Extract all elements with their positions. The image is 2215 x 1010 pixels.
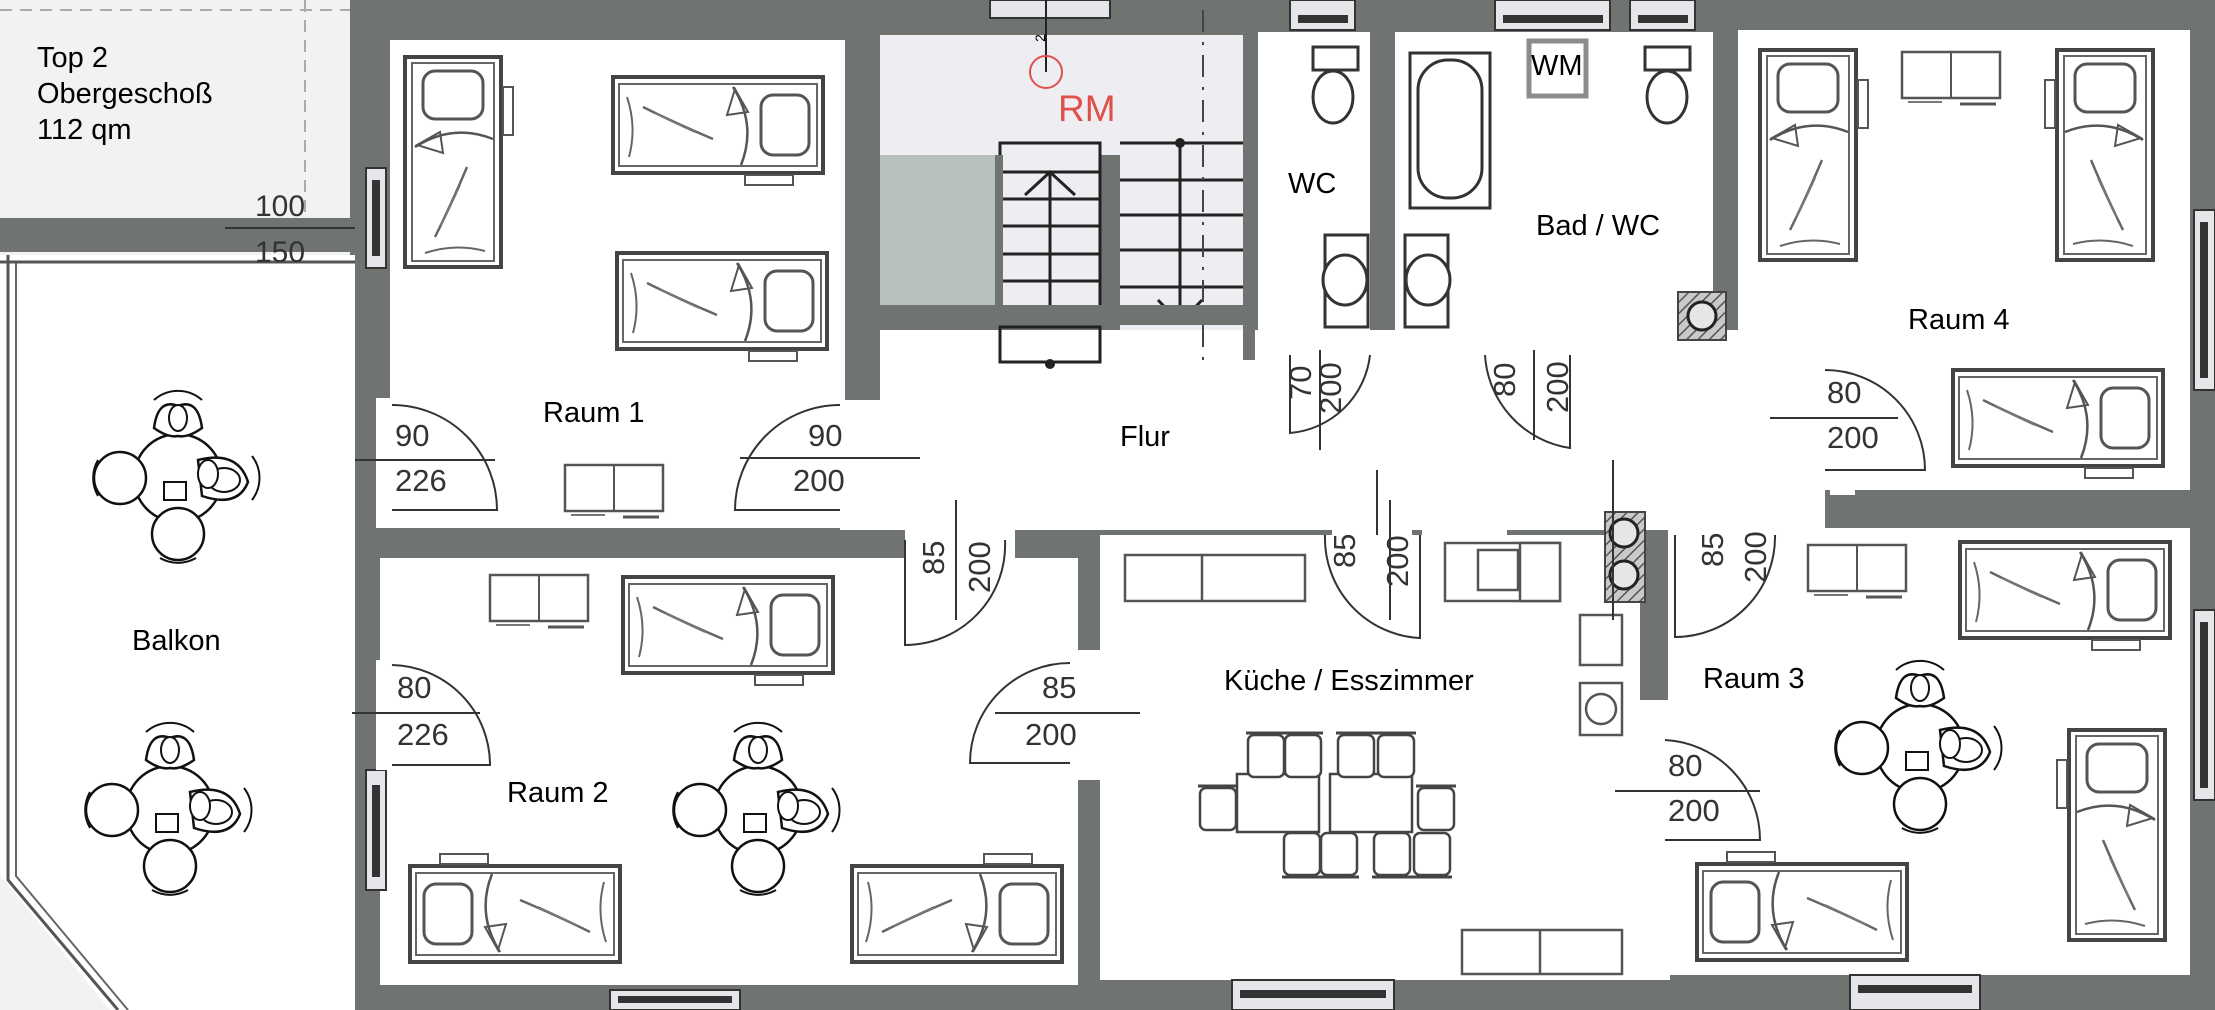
door-dim-raum2-balkon-w: 80: [397, 670, 432, 705]
unit-label: Top 2: [37, 42, 108, 74]
door-dim-raum2-balkon-h: 226: [397, 717, 449, 752]
door-dim-kueche-w: 85: [1327, 533, 1362, 568]
room-label-raum2: Raum 2: [507, 777, 609, 809]
level-mark-upper: 100: [255, 190, 306, 223]
door-dim-raum1-balkon-h: 226: [395, 463, 447, 498]
door-dim-flur-raum2-w: 85: [916, 540, 951, 575]
floor-label: Obergeschoß: [37, 78, 213, 110]
room-label-raum1: Raum 1: [543, 397, 645, 429]
room-label-flur: Flur: [1120, 421, 1170, 453]
door-dim-raum2-kueche-h: 200: [1025, 717, 1077, 752]
door-dim-raum4-h: 200: [1827, 420, 1879, 455]
room-label-wc: WC: [1288, 168, 1337, 200]
elevator-shaft: [880, 155, 1000, 307]
door-dim-raum3-top-w: 85: [1695, 532, 1730, 567]
room-label-raum4: Raum 4: [1908, 304, 2010, 336]
door-dim-flur-raum2-h: 200: [962, 541, 997, 593]
plan-title-block: Top 2 Obergeschoß 112 qm: [37, 40, 213, 148]
area-label: 112 qm: [37, 114, 132, 146]
door-dim-bad-h: 200: [1540, 361, 1575, 413]
door-dim-raum1-balkon-w: 90: [395, 418, 430, 453]
door-dim-kueche-h: 200: [1380, 535, 1415, 587]
level-mark-lower: 150: [255, 236, 306, 269]
washing-machine-box: [1526, 38, 1589, 99]
door-dim-raum3-kueche-w: 80: [1668, 748, 1703, 783]
door-dim-raum2-kueche-w: 85: [1042, 670, 1077, 705]
room-label-bad: Bad / WC: [1536, 210, 1661, 242]
door-dim-bad-w: 80: [1487, 362, 1522, 397]
room-label-balkon: Balkon: [132, 625, 221, 657]
room-label-raum3: Raum 3: [1703, 663, 1805, 695]
door-dim-raum1-flur-w: 90: [808, 418, 843, 453]
door-dim-raum3-top-h: 200: [1738, 531, 1773, 583]
stair-number: 2: [1031, 34, 1048, 42]
door-dim-raum3-kueche-h: 200: [1668, 793, 1720, 828]
door-dim-raum4-w: 80: [1827, 375, 1862, 410]
smoke-detector-label: RM: [1058, 88, 1116, 129]
washing-machine-label: WM: [1531, 50, 1583, 82]
door-dim-raum1-flur-h: 200: [793, 463, 845, 498]
room-label-kueche: Küche / Esszimmer: [1224, 665, 1474, 697]
door-dim-wc-h: 200: [1313, 362, 1348, 414]
